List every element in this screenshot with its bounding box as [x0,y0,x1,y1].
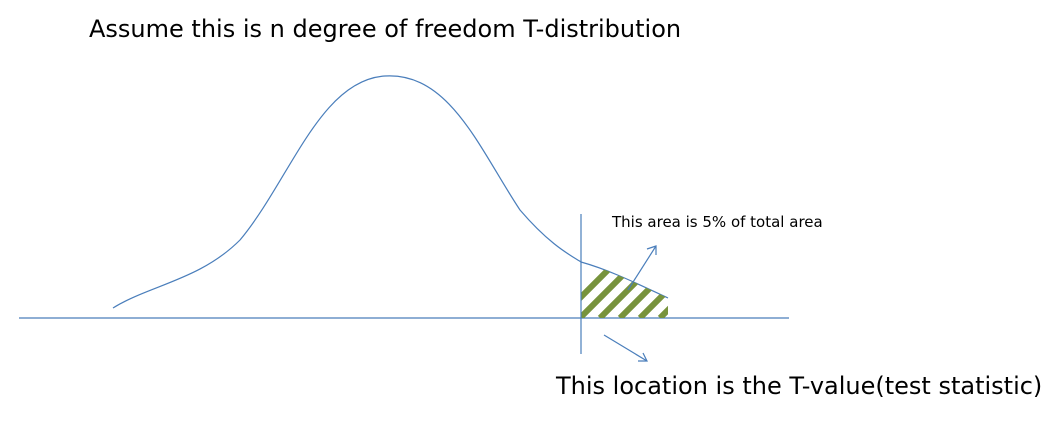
area-annotation: This area is 5% of total area [612,213,823,231]
location-arrow [603,334,648,362]
location-annotation: This location is the T-value(test statis… [556,372,1043,400]
tail-area-hatching [581,262,668,318]
area-arrow [627,245,657,291]
distribution-curve [112,75,669,309]
diagram-title: Assume this is n degree of freedom T-dis… [89,15,682,43]
